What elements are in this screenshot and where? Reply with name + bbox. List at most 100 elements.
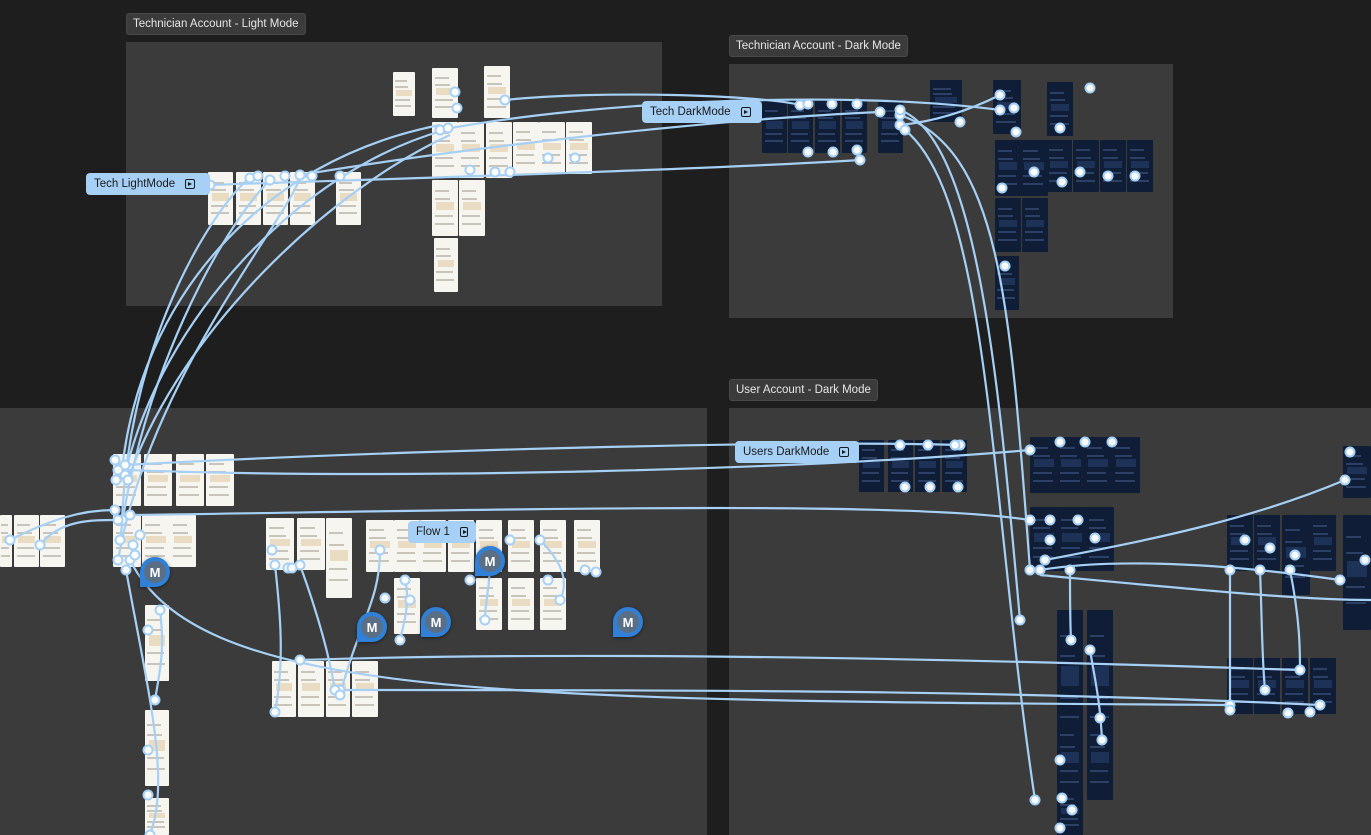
section-label-tech-dark[interactable]: Technician Account - Dark Mode: [729, 35, 908, 57]
screen-frame-thumbnail[interactable]: [144, 454, 172, 506]
screen-frame-thumbnail[interactable]: [888, 440, 913, 492]
screen-frame-thumbnail[interactable]: [434, 238, 458, 292]
screen-frame-thumbnail[interactable]: [236, 172, 261, 225]
screen-frame-thumbnail[interactable]: [40, 515, 65, 567]
screen-frame-thumbnail[interactable]: [1127, 140, 1153, 192]
screen-frame-thumbnail[interactable]: [995, 198, 1021, 252]
screen-frame-thumbnail[interactable]: [326, 661, 350, 717]
play-icon[interactable]: [185, 179, 196, 189]
screen-frame-thumbnail[interactable]: [1254, 515, 1280, 571]
screen-frame-thumbnail[interactable]: [995, 140, 1021, 196]
screen-frame-thumbnail[interactable]: [263, 172, 288, 225]
screen-frame-thumbnail[interactable]: [1112, 437, 1140, 493]
screen-frame-thumbnail[interactable]: [145, 710, 169, 786]
screen-frame-thumbnail[interactable]: [540, 520, 566, 572]
screen-frame-thumbnail[interactable]: [1343, 446, 1371, 498]
screen-frame-thumbnail[interactable]: [540, 578, 566, 630]
screen-frame-thumbnail[interactable]: [1046, 140, 1072, 192]
collaborator-avatar[interactable]: M: [421, 607, 451, 637]
flow-tag-users-darkmode[interactable]: Users DarkMode: [735, 441, 859, 463]
screen-frame-thumbnail[interactable]: [145, 605, 169, 681]
screen-frame-thumbnail[interactable]: [1310, 658, 1336, 714]
screen-frame-thumbnail[interactable]: [459, 180, 485, 236]
screen-frame-thumbnail[interactable]: [298, 661, 324, 717]
collaborator-avatar[interactable]: M: [475, 546, 505, 576]
screen-frame-thumbnail[interactable]: [1282, 515, 1310, 595]
screen-frame-thumbnail[interactable]: [1073, 140, 1099, 192]
screen-frame-thumbnail[interactable]: [393, 72, 415, 116]
screen-frame-thumbnail[interactable]: [574, 520, 600, 572]
collaborator-avatar[interactable]: M: [613, 607, 643, 637]
play-icon[interactable]: [839, 447, 850, 457]
screen-frame-thumbnail[interactable]: [290, 172, 315, 225]
screen-frame-thumbnail[interactable]: [206, 454, 234, 506]
screen-frame-thumbnail[interactable]: [1100, 140, 1126, 192]
screen-frame-thumbnail[interactable]: [1058, 507, 1086, 571]
screen-frame-thumbnail[interactable]: [995, 256, 1019, 310]
screen-frame-thumbnail[interactable]: [352, 661, 378, 717]
screen-frame-thumbnail[interactable]: [0, 515, 12, 567]
screen-frame-thumbnail[interactable]: [1282, 658, 1308, 714]
screen-frame-thumbnail[interactable]: [145, 798, 169, 835]
screen-frame-thumbnail[interactable]: [432, 68, 458, 118]
screen-frame-thumbnail[interactable]: [1086, 507, 1114, 571]
screen-frame-thumbnail[interactable]: [508, 578, 534, 630]
screen-frame-thumbnail[interactable]: [170, 515, 196, 567]
screen-frame-thumbnail[interactable]: [1030, 437, 1058, 493]
screen-frame-thumbnail[interactable]: [1030, 507, 1058, 571]
screen-frame-thumbnail[interactable]: [1343, 515, 1371, 630]
section-label-user-dark[interactable]: User Account - Dark Mode: [729, 379, 878, 401]
screen-frame-thumbnail[interactable]: [176, 454, 204, 506]
screen-frame-thumbnail[interactable]: [878, 100, 903, 153]
screen-frame-thumbnail[interactable]: [1254, 658, 1280, 714]
screen-frame-thumbnail[interactable]: [915, 440, 940, 492]
screen-frame-thumbnail[interactable]: [1087, 720, 1113, 800]
screen-frame-thumbnail[interactable]: [272, 661, 296, 717]
flow-tag-flow-1[interactable]: Flow 1: [408, 521, 476, 543]
screen-frame-thumbnail[interactable]: [297, 518, 325, 570]
screen-frame-thumbnail[interactable]: [266, 518, 294, 570]
screen-frame-thumbnail[interactable]: [762, 100, 787, 153]
screen-frame-thumbnail[interactable]: [336, 172, 361, 225]
screen-frame-thumbnail[interactable]: [513, 122, 539, 174]
screen-frame-thumbnail[interactable]: [484, 66, 510, 118]
screen-frame-thumbnail[interactable]: [14, 515, 39, 567]
screen-frame-thumbnail[interactable]: [113, 454, 141, 506]
screen-frame-thumbnail[interactable]: [326, 518, 352, 598]
play-icon[interactable]: [459, 527, 468, 537]
play-icon[interactable]: [740, 107, 751, 117]
screen-frame-thumbnail[interactable]: [1057, 437, 1085, 493]
screen-frame-thumbnail[interactable]: [476, 578, 502, 630]
screen-frame-thumbnail[interactable]: [432, 180, 458, 236]
screen-frame-thumbnail[interactable]: [993, 80, 1021, 134]
screen-frame-thumbnail[interactable]: [859, 440, 884, 492]
screen-frame-thumbnail[interactable]: [1227, 658, 1253, 714]
screen-frame-thumbnail[interactable]: [930, 80, 962, 122]
screen-frame-thumbnail[interactable]: [788, 100, 813, 153]
screen-frame-thumbnail[interactable]: [942, 440, 967, 492]
screen-frame-thumbnail[interactable]: [1057, 720, 1083, 800]
screen-frame-thumbnail[interactable]: [1022, 198, 1048, 252]
screen-frame-thumbnail[interactable]: [113, 515, 141, 567]
screen-frame-thumbnail[interactable]: [815, 100, 840, 153]
screen-frame-thumbnail[interactable]: [1047, 82, 1073, 136]
screen-frame-thumbnail[interactable]: [486, 122, 512, 178]
screen-frame-thumbnail[interactable]: [1057, 790, 1083, 835]
screen-frame-thumbnail[interactable]: [432, 122, 458, 178]
section-label-tech-light[interactable]: Technician Account - Light Mode: [126, 13, 306, 35]
screen-frame-thumbnail[interactable]: [458, 122, 484, 178]
section-user-light[interactable]: [0, 408, 707, 835]
screen-frame-thumbnail[interactable]: [1310, 515, 1336, 571]
collaborator-avatar[interactable]: M: [357, 612, 387, 642]
collaborator-avatar[interactable]: M: [140, 557, 170, 587]
screen-frame-thumbnail[interactable]: [208, 172, 233, 225]
screen-frame-thumbnail[interactable]: [842, 100, 867, 153]
screen-frame-thumbnail[interactable]: [1227, 515, 1253, 571]
flow-tag-tech-darkmode[interactable]: Tech DarkMode: [642, 101, 762, 123]
screen-frame-thumbnail[interactable]: [394, 578, 420, 634]
screen-frame-thumbnail[interactable]: [1020, 140, 1048, 196]
screen-frame-thumbnail[interactable]: [566, 122, 592, 174]
screen-frame-thumbnail[interactable]: [366, 520, 394, 572]
flow-tag-tech-lightmode[interactable]: Tech LightMode: [86, 173, 210, 195]
screen-frame-thumbnail[interactable]: [1084, 437, 1112, 493]
